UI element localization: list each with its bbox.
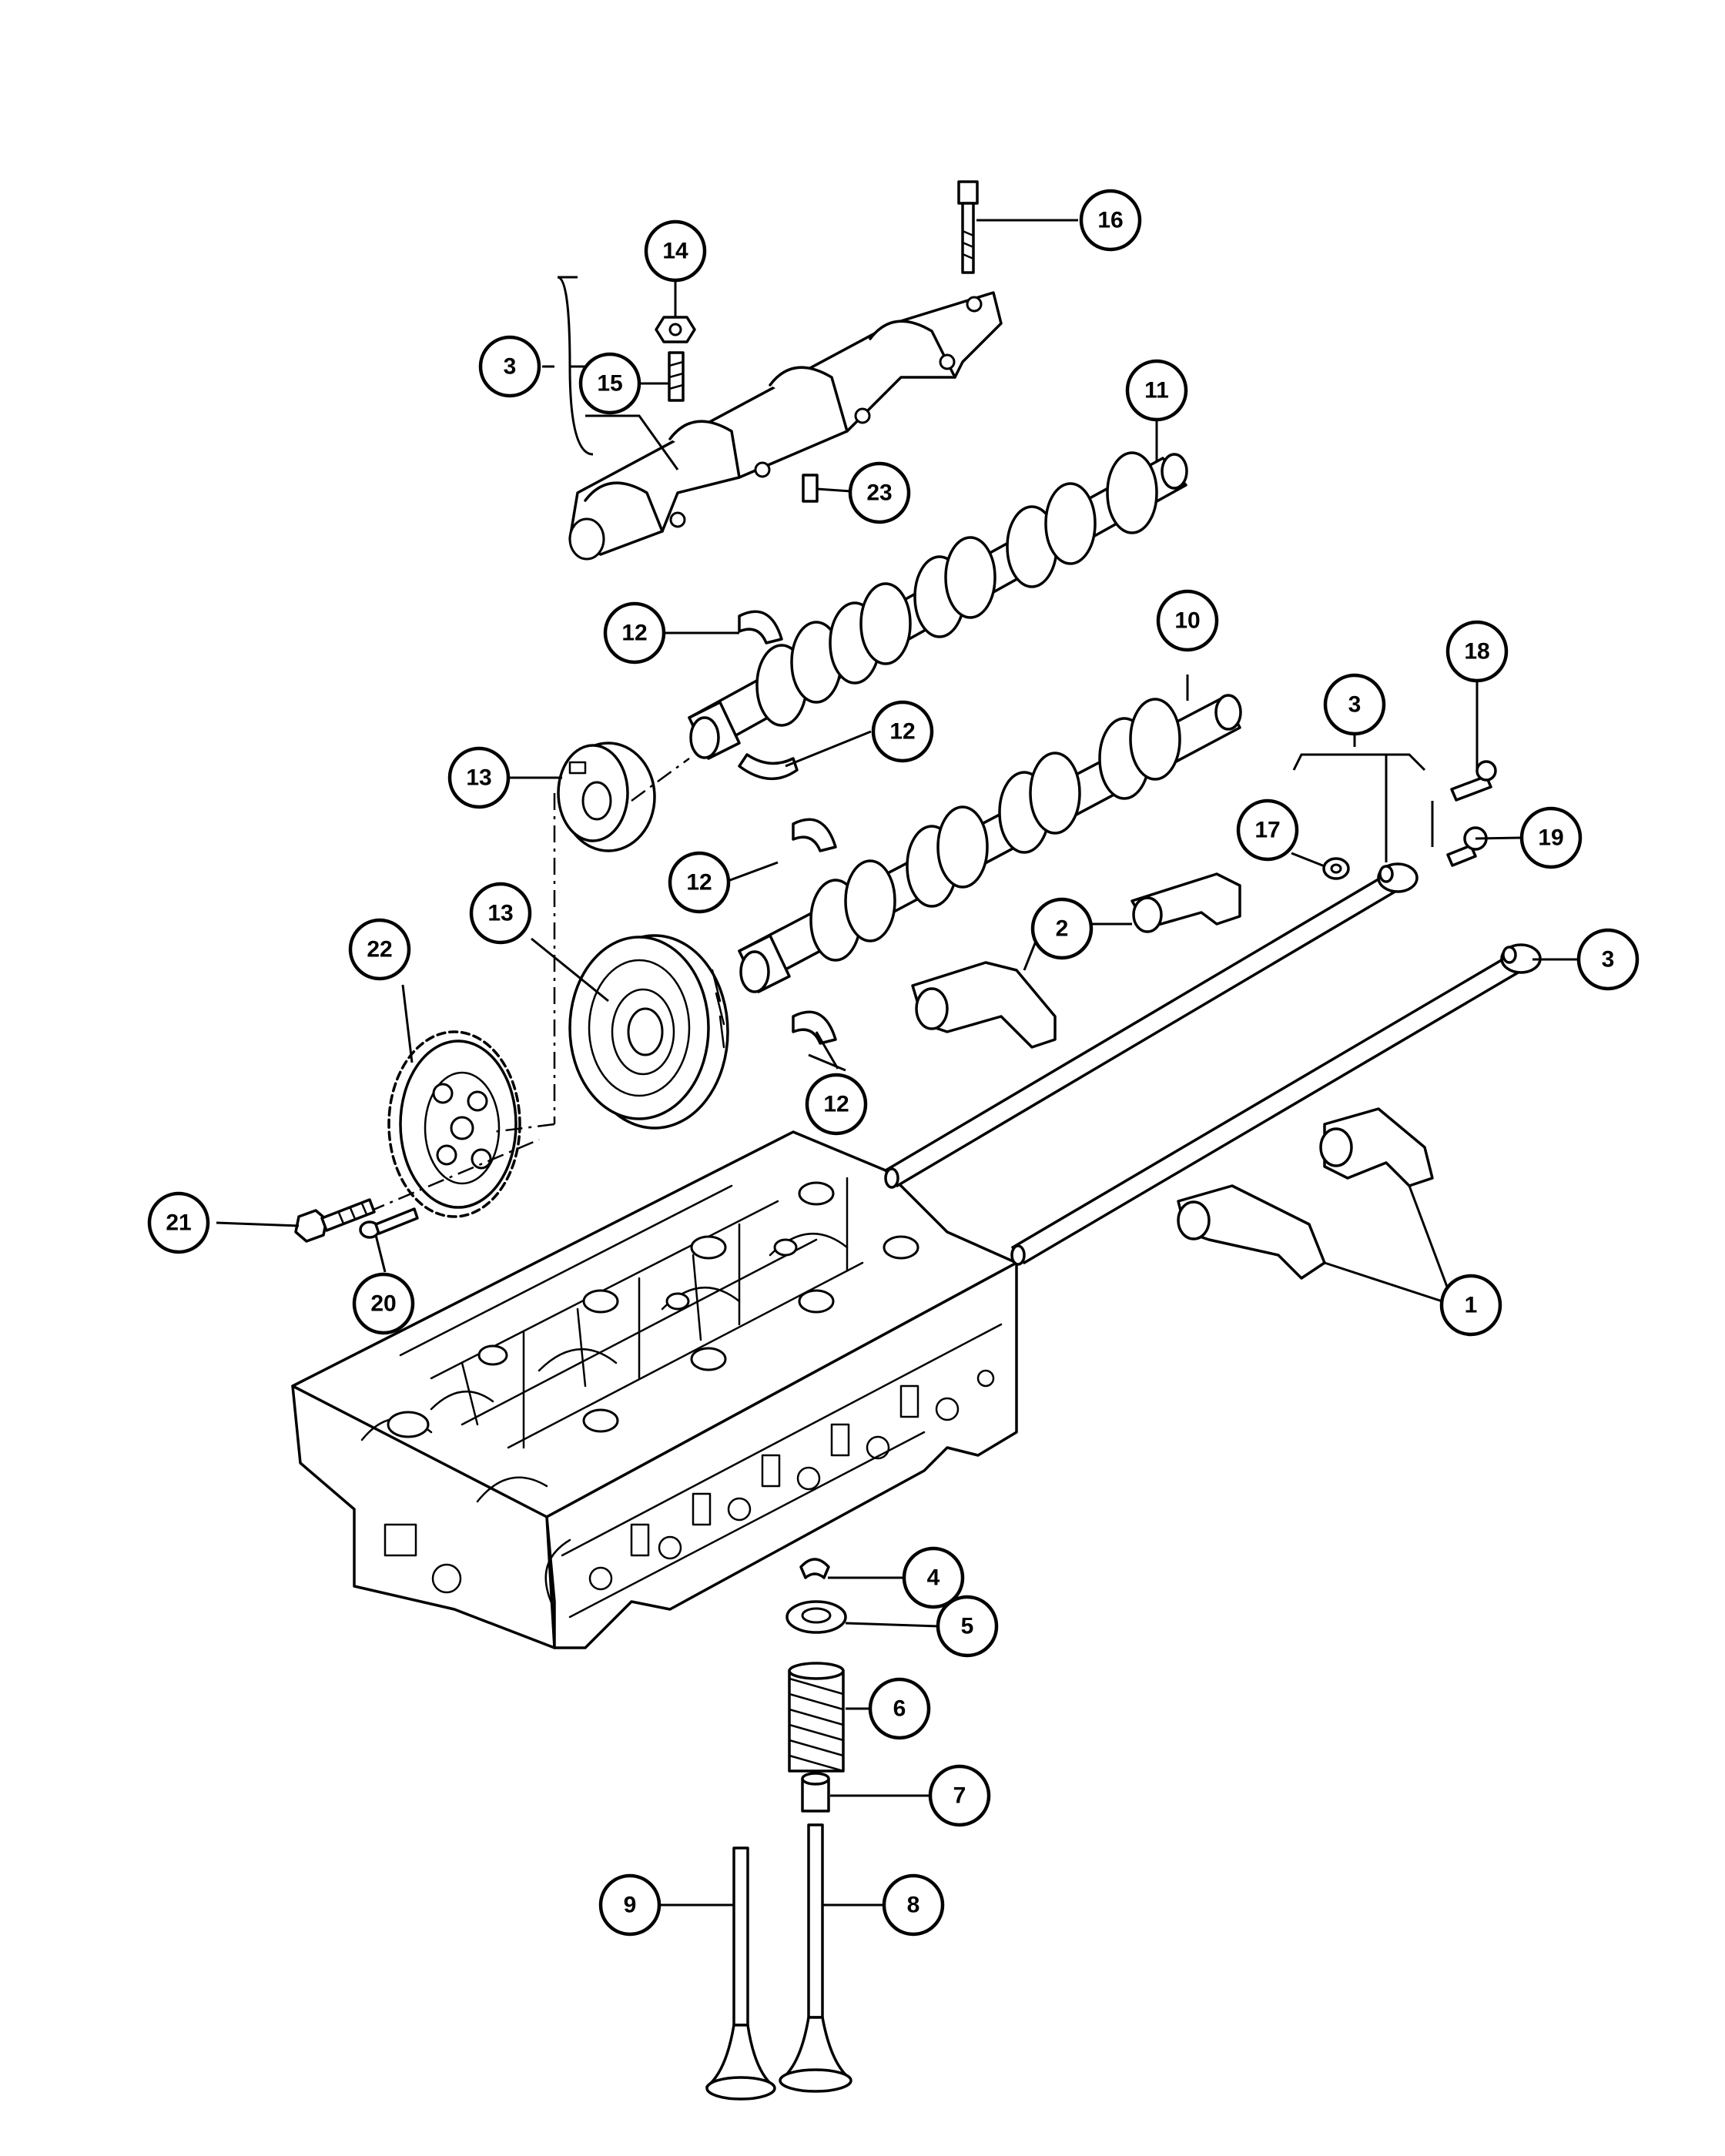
callout-3-shaft-bottom: 3	[1576, 928, 1640, 991]
svg-text:23: 23	[866, 480, 892, 506]
gear-22	[387, 1030, 521, 1218]
valve-8	[779, 1823, 852, 2093]
washer-17	[1322, 857, 1350, 880]
callout-23: 23	[848, 461, 911, 524]
cylinder-head	[291, 1130, 1018, 1649]
callout-4: 4	[902, 1546, 965, 1609]
sprocket-hub-13	[557, 742, 656, 852]
callout-19: 19	[1519, 806, 1583, 869]
valve-keepers-4	[799, 1558, 830, 1579]
svg-text:21: 21	[166, 1210, 191, 1236]
svg-text:16: 16	[1097, 208, 1123, 233]
callout-3-shaft-top: 3	[1323, 673, 1386, 736]
svg-text:12: 12	[686, 870, 712, 896]
camshaft-10	[738, 694, 1242, 993]
callout-13-hub: 13	[447, 746, 511, 809]
svg-text:7: 7	[953, 1783, 966, 1809]
svg-text:15: 15	[597, 371, 622, 397]
svg-text:14: 14	[662, 239, 688, 264]
bolt-21	[294, 1198, 376, 1243]
callout-18: 18	[1445, 620, 1509, 683]
callout-17: 17	[1236, 798, 1299, 862]
callout-20: 20	[352, 1272, 415, 1335]
callout-12-d: 12	[805, 1073, 868, 1136]
bearing-shells-12	[738, 610, 837, 1045]
svg-text:18: 18	[1464, 639, 1489, 665]
svg-text:12: 12	[823, 1092, 849, 1117]
svg-text:8: 8	[907, 1893, 920, 1918]
svg-text:12: 12	[621, 621, 647, 646]
svg-text:13: 13	[466, 765, 491, 791]
callout-11: 11	[1125, 359, 1188, 422]
rocker-arms-1	[1177, 1107, 1434, 1280]
rocker-shaft-upper	[884, 862, 1419, 1189]
callout-12-c: 12	[668, 851, 731, 914]
svg-text:22: 22	[367, 937, 392, 962]
svg-text:20: 20	[370, 1291, 396, 1317]
callout-12-a: 12	[603, 601, 666, 665]
svg-text:2: 2	[1056, 916, 1069, 942]
svg-text:5: 5	[961, 1614, 974, 1639]
callout-21: 21	[147, 1191, 210, 1254]
callout-14: 14	[644, 219, 707, 283]
nut-14	[655, 316, 696, 343]
leader-lines	[216, 219, 1580, 1907]
bolt-20	[359, 1207, 419, 1239]
stud-15	[668, 351, 685, 402]
svg-text:3: 3	[1602, 947, 1615, 973]
valve-9	[705, 1846, 776, 2101]
svg-text:12: 12	[889, 719, 915, 745]
callout-12-b: 12	[871, 700, 934, 763]
svg-text:13: 13	[487, 901, 513, 926]
svg-text:11: 11	[1144, 378, 1169, 403]
spring-retainer-5	[785, 1600, 847, 1634]
callout-3-carrier: 3	[478, 335, 541, 398]
svg-text:9: 9	[624, 1893, 637, 1918]
svg-text:10: 10	[1174, 608, 1200, 634]
svg-text:19: 19	[1538, 825, 1563, 851]
callout-10: 10	[1156, 589, 1219, 652]
callout-13-pulley: 13	[469, 882, 532, 945]
rocker-arms-2	[911, 872, 1241, 1049]
svg-text:4: 4	[927, 1565, 940, 1591]
camshaft-11	[688, 451, 1188, 760]
svg-text:17: 17	[1254, 818, 1280, 843]
callout-5: 5	[936, 1595, 999, 1658]
valve-seal-7	[801, 1772, 830, 1813]
callout-15: 15	[578, 352, 641, 415]
callout-1: 1	[1439, 1274, 1502, 1337]
callout-16: 16	[1079, 189, 1142, 252]
dowel-23	[802, 474, 819, 503]
bolt-16	[957, 180, 979, 274]
callout-22: 22	[348, 918, 411, 981]
svg-text:3: 3	[504, 354, 517, 380]
bolt-18	[1450, 760, 1497, 802]
rocker-shaft-lower	[1010, 943, 1542, 1266]
callout-2: 2	[1030, 897, 1094, 960]
svg-text:1: 1	[1465, 1293, 1478, 1318]
camshaft-carrier	[568, 291, 1003, 561]
callout-7: 7	[928, 1764, 991, 1827]
valve-spring-6	[788, 1662, 845, 1773]
svg-text:3: 3	[1348, 692, 1362, 718]
svg-text:6: 6	[893, 1696, 906, 1722]
callout-8: 8	[882, 1873, 945, 1937]
pulley-13	[568, 934, 729, 1130]
callout-6: 6	[868, 1677, 931, 1740]
callout-9: 9	[598, 1873, 662, 1937]
bolt-19	[1446, 826, 1488, 867]
